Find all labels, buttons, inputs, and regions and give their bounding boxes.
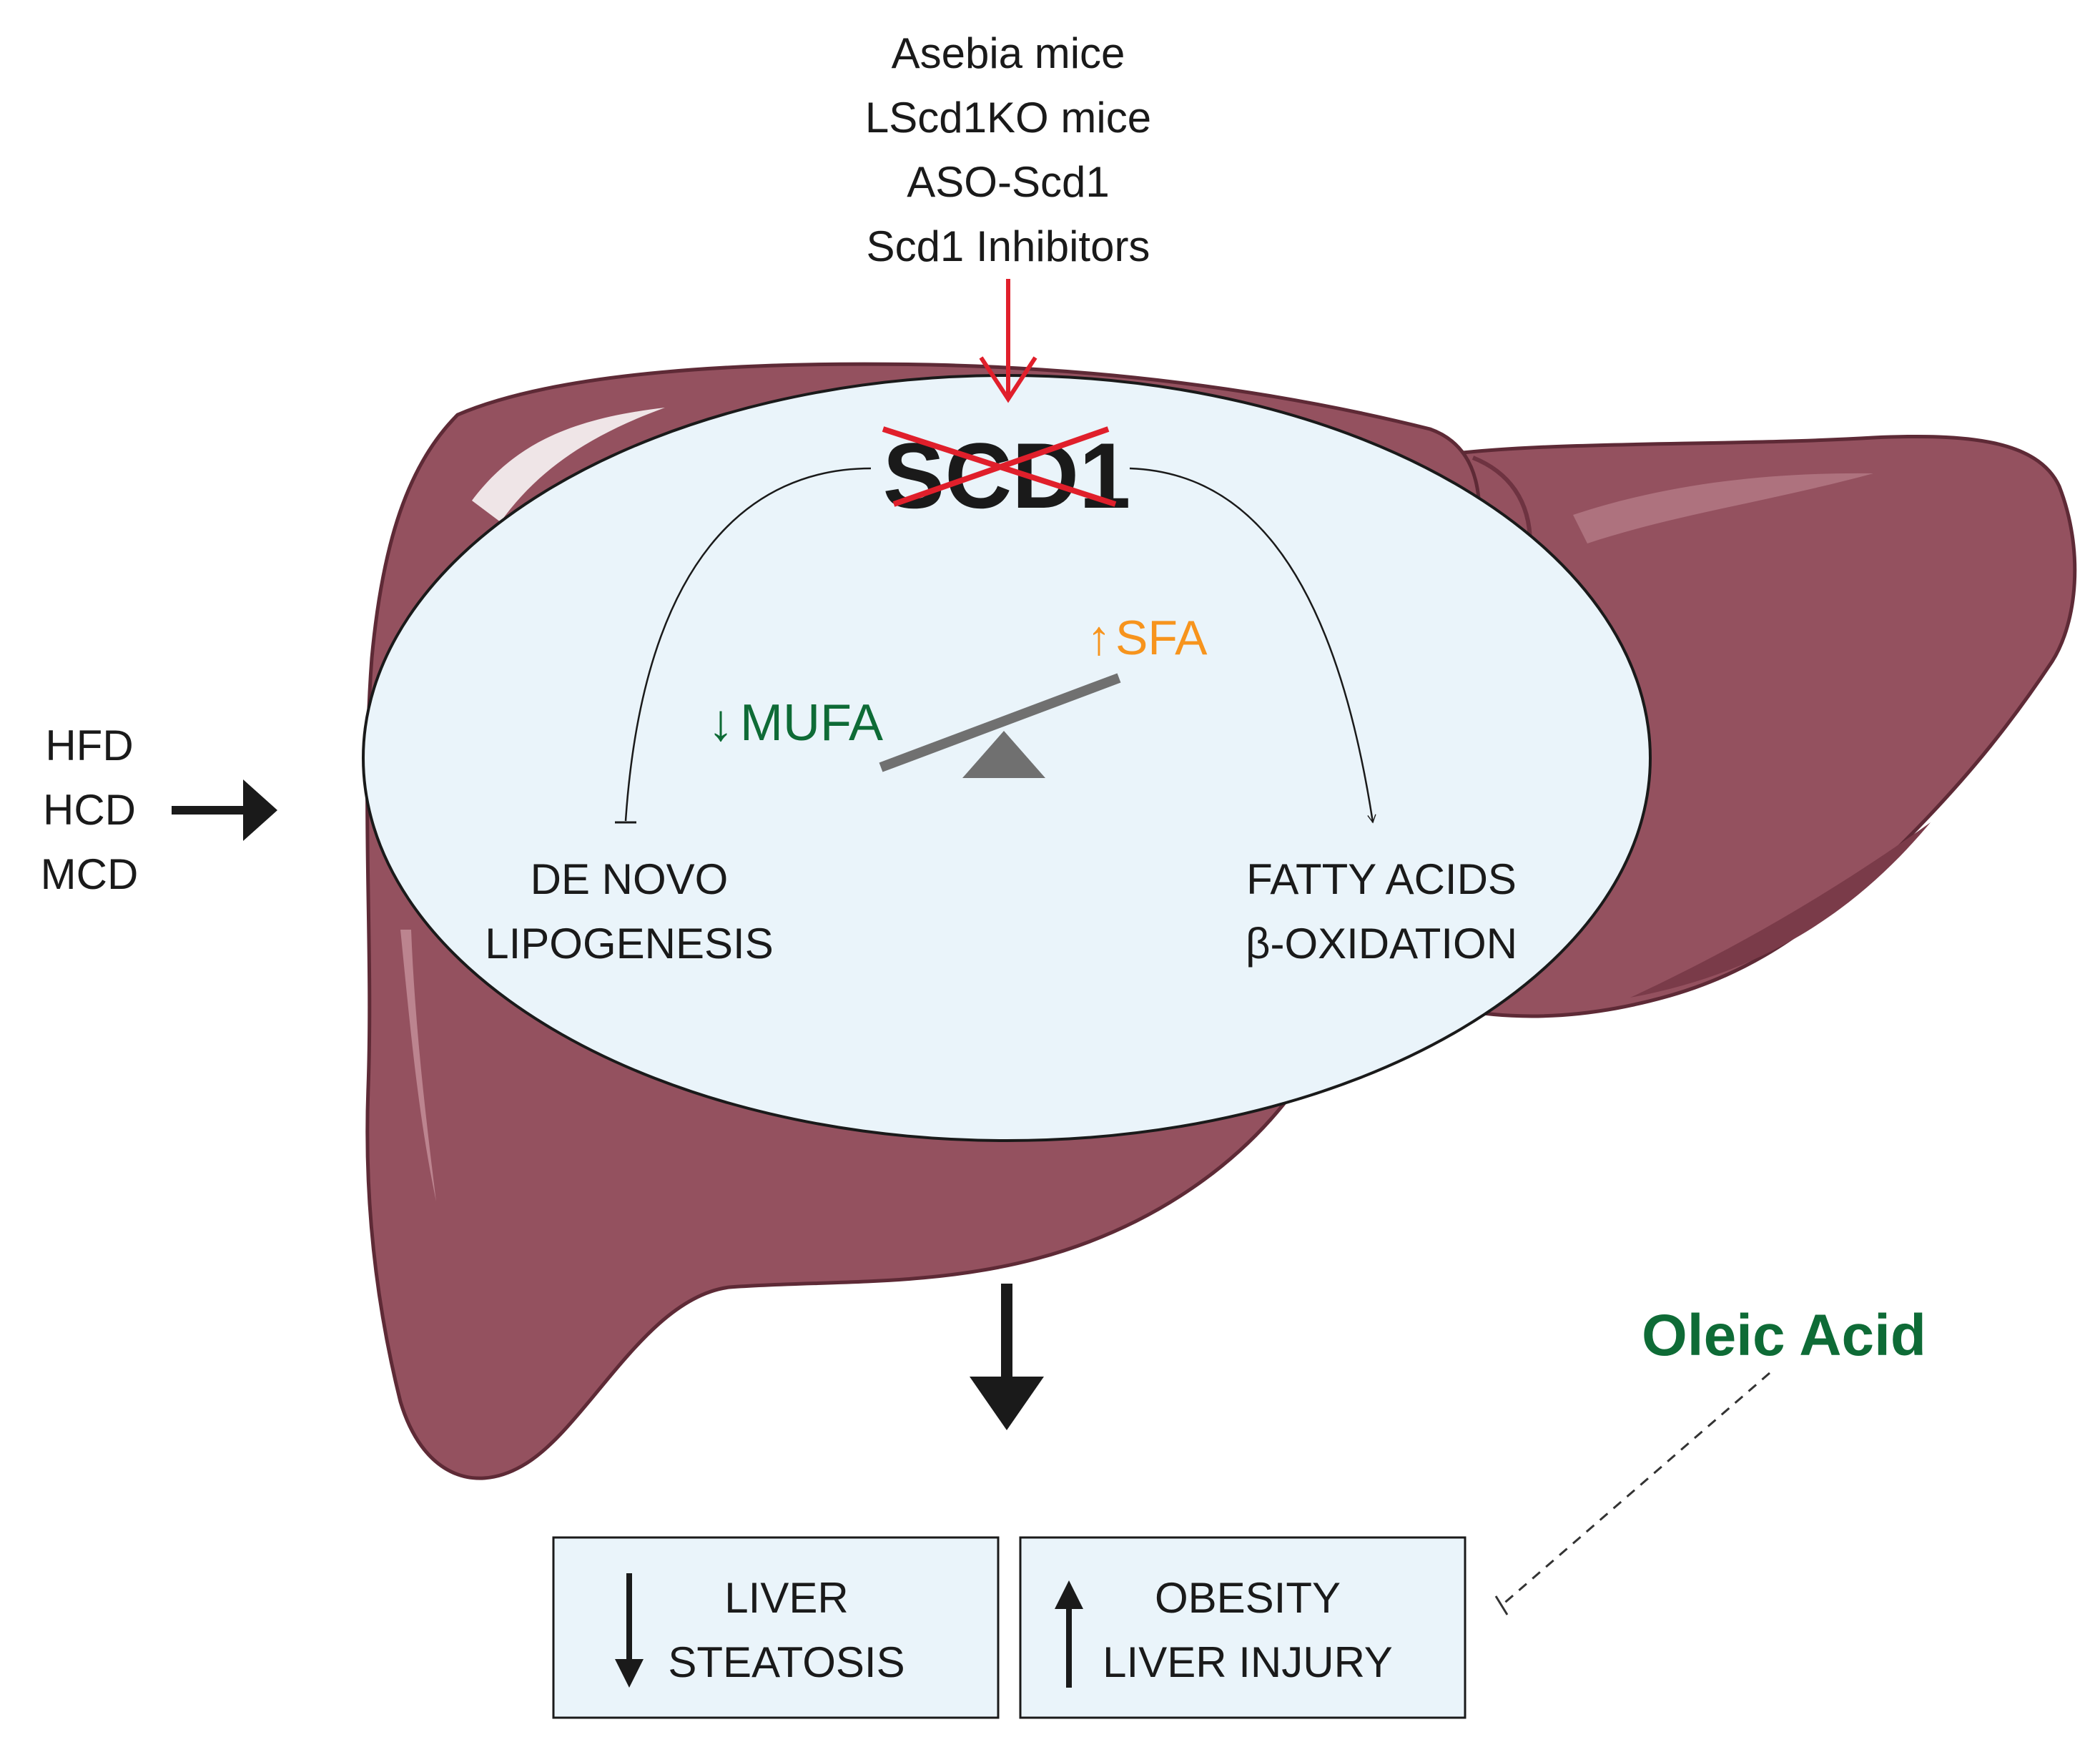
liver-highlight-top [472, 408, 665, 522]
intervention-aso: ASO-Scd1 [907, 158, 1109, 206]
sfa-label-group: ↑ SFA [1087, 611, 1208, 665]
intervention-asebia: Asebia mice [892, 29, 1125, 77]
down-arrow-icon [615, 1573, 644, 1688]
svg-text:β-OXIDATION: β-OXIDATION [1246, 920, 1517, 968]
steatosis-line1: LIVER [724, 1574, 848, 1622]
steatosis-line2: STEATOSIS [668, 1638, 904, 1686]
svg-text:DE NOVO: DE NOVO [531, 855, 729, 903]
result-down-arrow-icon [970, 1284, 1044, 1430]
diets-list: HFD HCD MCD [41, 722, 139, 898]
outcome-box-obesity: OBESITY LIVER INJURY [1019, 1536, 1466, 1719]
activation-curve-to-oxidation [1129, 467, 1376, 824]
outcome-box-steatosis: LIVER STEATOSIS [552, 1536, 1000, 1719]
inhibition-arrow [979, 279, 1037, 403]
diet-hfd: HFD [45, 722, 133, 769]
oleic-acid-label: Oleic Acid [1642, 1303, 1926, 1368]
oleic-acid-inhibition-bar [1494, 1595, 1509, 1615]
seesaw-fulcrum [962, 731, 1045, 778]
obesity-line2: LIVER INJURY [1103, 1638, 1393, 1686]
inhibition-curve-to-lipogenesis [624, 467, 872, 822]
oleic-acid-dashed-inhibition [1501, 1372, 1770, 1607]
seesaw-beam [879, 673, 1121, 772]
obesity-line1: OBESITY [1155, 1574, 1341, 1622]
svg-text:LIPOGENESIS: LIPOGENESIS [485, 920, 773, 968]
intervention-inhibitors: Scd1 Inhibitors [867, 222, 1150, 270]
liver-highlight-left [400, 930, 436, 1201]
mufa-label-group: ↓ MUFA [708, 694, 883, 752]
oxidation-label: FATTY ACIDS β-OXIDATION [1246, 855, 1517, 968]
lipogenesis-label: DE NOVO LIPOGENESIS [485, 855, 773, 968]
diet-arrow-icon [172, 779, 277, 841]
mufa-down-arrow: ↓ [708, 694, 734, 752]
intervention-lscd1ko: LScd1KO mice [865, 94, 1151, 142]
mufa-label: MUFA [740, 694, 883, 752]
up-arrow-icon [1055, 1580, 1083, 1688]
svg-text:FATTY ACIDS: FATTY ACIDS [1246, 855, 1517, 903]
scd1-cross-icon [882, 426, 1117, 507]
diet-hcd: HCD [43, 786, 136, 834]
sfa-label: SFA [1115, 611, 1208, 665]
diet-mcd: MCD [41, 850, 139, 898]
interventions-list: Asebia mice LScd1KO mice ASO-Scd1 Scd1 I… [865, 29, 1151, 270]
sfa-up-arrow: ↑ [1087, 611, 1111, 665]
liver-highlight-right [1573, 473, 1873, 543]
